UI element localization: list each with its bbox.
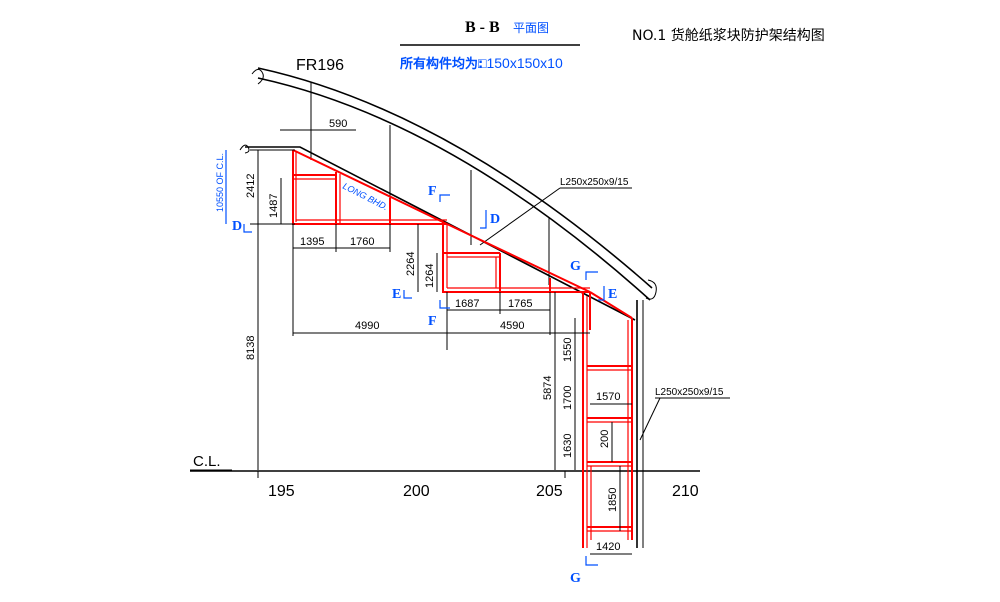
dim-2264: 2264 xyxy=(405,252,417,276)
protective-frame-structure xyxy=(292,149,633,548)
dim-5874: 5874 xyxy=(542,376,554,400)
section-mark-f-top: F xyxy=(428,184,437,199)
axis-tick-205: 205 xyxy=(536,483,563,500)
frame-slope-member xyxy=(292,149,448,225)
axis-tick-195: 195 xyxy=(268,483,295,500)
dim-1630: 1630 xyxy=(562,434,574,458)
section-title: B - B xyxy=(465,19,500,36)
angle-upper-leader xyxy=(479,187,561,246)
hull-break-left xyxy=(251,68,264,85)
angle-lower-label: L250x250x9/15 xyxy=(655,387,724,398)
section-arrow-e-left xyxy=(403,290,412,299)
frame-col-slope xyxy=(589,291,633,319)
dim-1570: 1570 xyxy=(596,391,620,403)
members-note-label: 所有构件均为: xyxy=(400,56,483,72)
dim-1850: 1850 xyxy=(607,488,619,512)
dim-1765: 1765 xyxy=(508,298,532,310)
dim-1420: 1420 xyxy=(596,541,620,553)
hull-shell-outer xyxy=(257,67,653,289)
dim-590: 590 xyxy=(329,118,347,130)
angle-lower-leader xyxy=(639,397,661,441)
axis-tick-210: 210 xyxy=(672,483,699,500)
axis-tick-200: 200 xyxy=(403,483,430,500)
hull-shell-inner xyxy=(257,77,651,301)
dim-4990: 4990 xyxy=(355,320,379,332)
section-mark-g-top: G xyxy=(570,259,581,274)
section-arrow-f-top xyxy=(439,194,450,202)
angle-upper-label: L250x250x9/15 xyxy=(560,177,629,188)
section-arrow-d-left xyxy=(243,224,252,233)
section-mark-d-left: D xyxy=(232,219,242,234)
dim-1550: 1550 xyxy=(562,338,574,362)
hull-break-right xyxy=(645,279,657,300)
section-arrow-g-bottom xyxy=(585,556,598,566)
section-mark-e-right: E xyxy=(608,287,617,302)
section-arrow-g-top xyxy=(585,271,598,280)
section-arrow-e-right xyxy=(598,286,605,301)
cl-offset-label: 10550 OF C.L. xyxy=(215,153,225,212)
dim-1760: 1760 xyxy=(350,236,374,248)
members-note-value: □150x150x10 xyxy=(478,55,563,71)
section-mark-f-bottom: F xyxy=(428,314,437,329)
section-arrow-f-bottom xyxy=(439,300,450,309)
cl-label: C.L. xyxy=(193,453,221,470)
tank-slope-line xyxy=(245,146,636,321)
frame-label: FR196 xyxy=(296,57,344,74)
dim-1700: 1700 xyxy=(562,386,574,410)
section-mark-e-left: E xyxy=(392,287,401,302)
section-arrow-d-right xyxy=(480,210,487,229)
dim-4590: 4590 xyxy=(500,320,524,332)
dim-1395: 1395 xyxy=(300,236,324,248)
section-subtitle: 平面图 xyxy=(513,21,549,35)
section-mark-g-bottom: G xyxy=(570,571,581,586)
slope-break xyxy=(239,144,250,154)
frame-middle xyxy=(442,222,590,293)
dim-2412: 2412 xyxy=(245,174,257,198)
dim-200: 200 xyxy=(599,430,611,448)
dim-8138: 8138 xyxy=(245,336,257,360)
frame-middle-slope xyxy=(446,223,591,293)
dim-1687: 1687 xyxy=(455,298,479,310)
drawing-title: NO.1 货舱纸浆块防护架结构图 xyxy=(632,27,825,44)
dim-1487: 1487 xyxy=(268,194,280,218)
dim-1264: 1264 xyxy=(424,264,436,288)
section-mark-d-right: D xyxy=(490,212,500,227)
